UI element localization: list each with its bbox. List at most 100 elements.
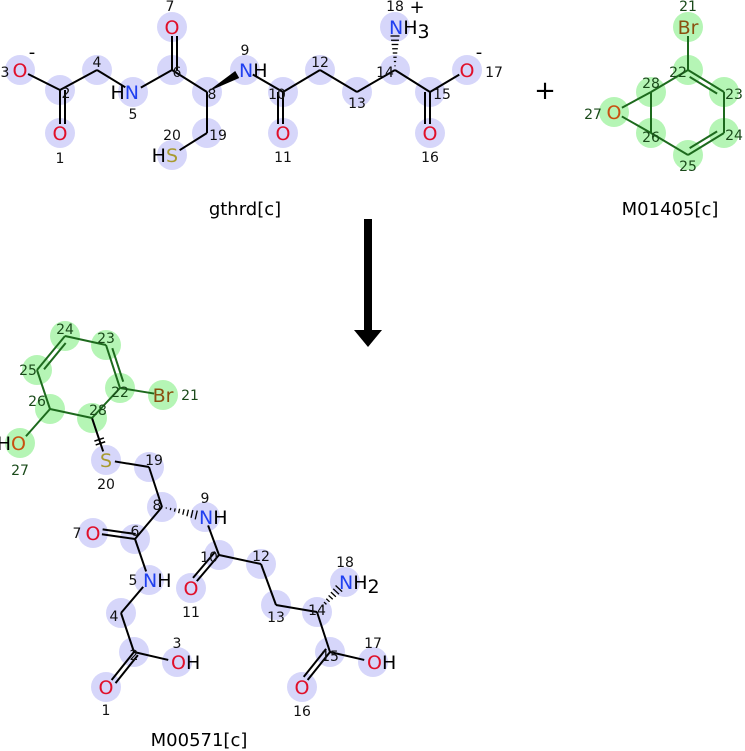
atom-15: 15 [321, 649, 339, 665]
molecule-name-gthrd: gthrd[c] [208, 199, 282, 220]
bond [114, 460, 150, 468]
atom-symbol: NH [143, 570, 172, 592]
bond [650, 132, 689, 156]
bond [114, 654, 139, 684]
atom-number: 13 [348, 96, 366, 112]
atom-26: 26 [642, 130, 660, 146]
atom-27: O27 [584, 102, 621, 124]
atom-15: 15 [433, 87, 451, 103]
bond [91, 417, 105, 452]
bond [179, 132, 208, 152]
atom-number: 25 [19, 363, 37, 379]
atom-14: 14 [376, 65, 394, 81]
bond [207, 525, 220, 556]
atom-18: NH3+18 [386, 0, 430, 43]
atom-highlight [190, 502, 220, 532]
atom-number: 22 [111, 385, 129, 401]
atom-25: 25 [679, 159, 697, 175]
atom-11: O11 [274, 123, 292, 166]
atom-symbol: Br [153, 385, 174, 407]
atom-number: 16 [293, 704, 311, 720]
atom-highlights [599, 12, 739, 170]
atom-12: 12 [311, 55, 329, 71]
atom-1: O1 [53, 123, 68, 167]
bond [429, 73, 460, 93]
atom-highlight [268, 118, 298, 148]
atom-number: 8 [208, 87, 217, 103]
atom-symbol: O [184, 578, 199, 600]
bond [105, 344, 121, 389]
wedge-bond [207, 71, 240, 92]
hashed-bond [390, 35, 400, 67]
atom-11: O11 [182, 578, 200, 621]
bond [196, 554, 220, 582]
charge-label: + [409, 0, 424, 18]
atom-number: 26 [642, 130, 660, 146]
atom-23: 23 [97, 331, 115, 347]
atom-19: 19 [145, 453, 163, 469]
atom-number: 6 [131, 524, 140, 540]
atom-10: 10 [200, 550, 218, 566]
bond [36, 369, 51, 410]
atom-symbol: OH [171, 652, 200, 674]
atom-highlight [330, 567, 360, 597]
bond [102, 528, 136, 536]
bond [687, 132, 725, 156]
bond [120, 586, 144, 614]
bond [91, 387, 121, 419]
atom-number: 28 [89, 403, 107, 419]
atom-number: 23 [725, 87, 743, 103]
atom-highlight [599, 97, 629, 127]
atom-symbol: O [13, 60, 28, 82]
atom-number: 26 [28, 394, 46, 410]
atom-number: 1 [56, 151, 65, 167]
atom-symbol: O [86, 523, 101, 545]
atom-7: O7 [165, 0, 180, 39]
bond [25, 408, 51, 437]
atom-23: 23 [725, 87, 743, 103]
atom-number: 14 [376, 65, 394, 81]
atom-number: 19 [209, 128, 227, 144]
atom-number: 4 [93, 55, 102, 71]
plus-sign: + [534, 76, 556, 106]
bond [140, 69, 173, 89]
atom-symbol: S [100, 450, 112, 472]
atom-number: 7 [73, 526, 82, 542]
atom-number: 2 [62, 86, 71, 102]
bond [260, 563, 277, 606]
atom-number: 11 [274, 150, 292, 166]
atom-24: 24 [56, 322, 74, 338]
atom-10: 10 [268, 87, 286, 103]
atom-number: 6 [173, 65, 182, 81]
atom-highlight [5, 55, 35, 85]
bond [329, 651, 365, 661]
atom-9: NH9 [239, 43, 268, 82]
charge-label: - [29, 42, 36, 63]
atom-9: NH9 [199, 491, 228, 529]
atom-highlight [91, 672, 121, 702]
atom-number: 3 [1, 65, 10, 81]
hashed-bond [165, 507, 198, 520]
bond [111, 347, 125, 383]
atom-number: 24 [725, 128, 743, 144]
atom-22: 22 [111, 385, 129, 401]
atom-highlight [157, 12, 187, 42]
bonds [621, 36, 725, 156]
atom-highlight [415, 118, 445, 148]
atom-symbol: HO [0, 433, 26, 455]
bond [134, 506, 163, 540]
atom-28: 28 [642, 76, 660, 92]
atom-highlight [91, 445, 121, 475]
molecule-name-m00571: M00571[c] [150, 730, 248, 751]
atom-highlight [380, 12, 410, 42]
atom-symbol: O [607, 102, 622, 124]
atom-number: 7 [166, 0, 175, 15]
atom-13: 13 [267, 610, 285, 626]
atom-symbol: O [295, 677, 310, 699]
molecule-name-m01405: M01405[c] [621, 199, 719, 220]
